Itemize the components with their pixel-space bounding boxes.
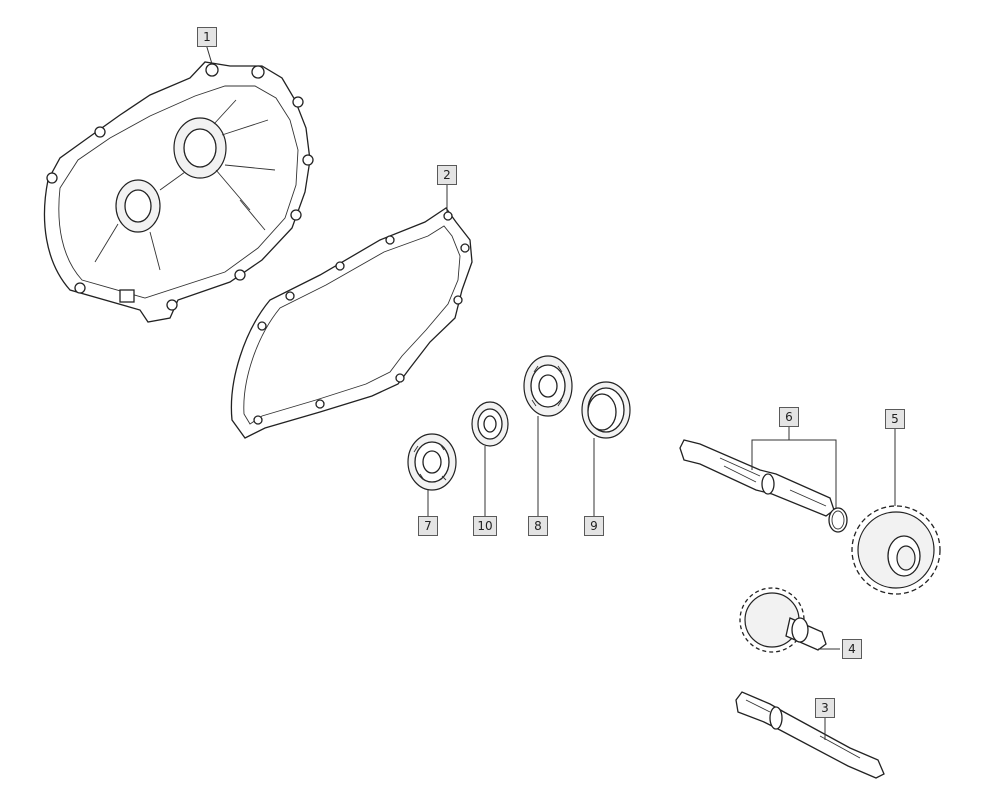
callout-4[interactable]: 4 bbox=[842, 639, 862, 659]
leader-lines bbox=[205, 43, 896, 740]
callout-5[interactable]: 5 bbox=[885, 409, 905, 429]
part-4-gear bbox=[739, 587, 827, 653]
callout-7[interactable]: 7 bbox=[418, 516, 438, 536]
part-8-bearing bbox=[523, 355, 573, 417]
part-10-bearing bbox=[471, 401, 509, 447]
part-3-shaft bbox=[735, 691, 885, 779]
part-9-oil-seal bbox=[581, 381, 631, 439]
callout-9[interactable]: 9 bbox=[584, 516, 604, 536]
part-5-gear bbox=[851, 505, 941, 595]
callout-3[interactable]: 3 bbox=[815, 698, 835, 718]
callout-2[interactable]: 2 bbox=[437, 165, 457, 185]
part-1-transmission-cover bbox=[43, 61, 314, 323]
callout-8[interactable]: 8 bbox=[528, 516, 548, 536]
callout-6[interactable]: 6 bbox=[779, 407, 799, 427]
part-7-bearing bbox=[407, 433, 457, 491]
part-6-circlip bbox=[828, 507, 848, 533]
part-2-gasket bbox=[230, 207, 473, 439]
part-6-shaft bbox=[679, 439, 835, 517]
callout-10[interactable]: 10 bbox=[473, 516, 497, 536]
callout-1[interactable]: 1 bbox=[197, 27, 217, 47]
